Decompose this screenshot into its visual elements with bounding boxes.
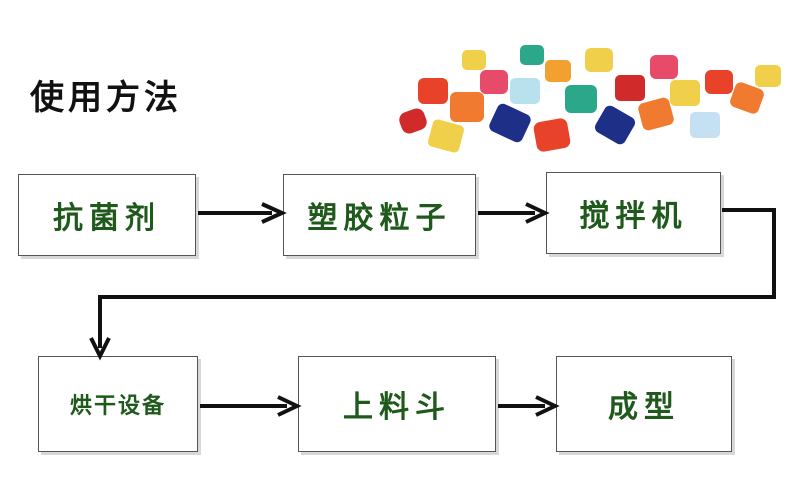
step-antibacterial-agent: 抗菌剂 [18,174,196,256]
page-title: 使用方法 [30,78,182,118]
plastic-pellets-image [399,45,781,153]
pellet [489,103,531,143]
pellet [730,82,764,114]
pellet [428,119,464,153]
pellet [705,70,733,94]
pellet [462,50,486,70]
step-drying-equipment: 烘干设备 [38,356,198,452]
pellet [520,45,544,65]
step-plastic-pellets: 塑胶粒子 [283,174,476,256]
pellet [565,85,597,113]
arrow-4-to-5 [200,395,302,417]
pellet [670,80,700,106]
step-molding: 成型 [556,356,732,452]
arrow-1-to-2 [198,202,287,224]
arrow-2-to-3 [478,202,550,224]
pellet [450,92,484,122]
pellet [418,78,448,104]
pellet [650,55,678,79]
pellet [480,70,508,94]
pellet [615,75,645,101]
step-hopper: 上料斗 [298,356,496,452]
step-mixer: 搅拌机 [546,172,721,254]
pellet [399,108,427,134]
pellet [594,105,636,145]
pellet [545,60,571,82]
arrow-5-to-6 [498,395,560,417]
pellet [638,97,674,131]
pellet [690,112,720,138]
pellet [755,65,781,87]
pellet [510,78,540,104]
pellet [585,48,613,72]
pellet [533,118,571,152]
